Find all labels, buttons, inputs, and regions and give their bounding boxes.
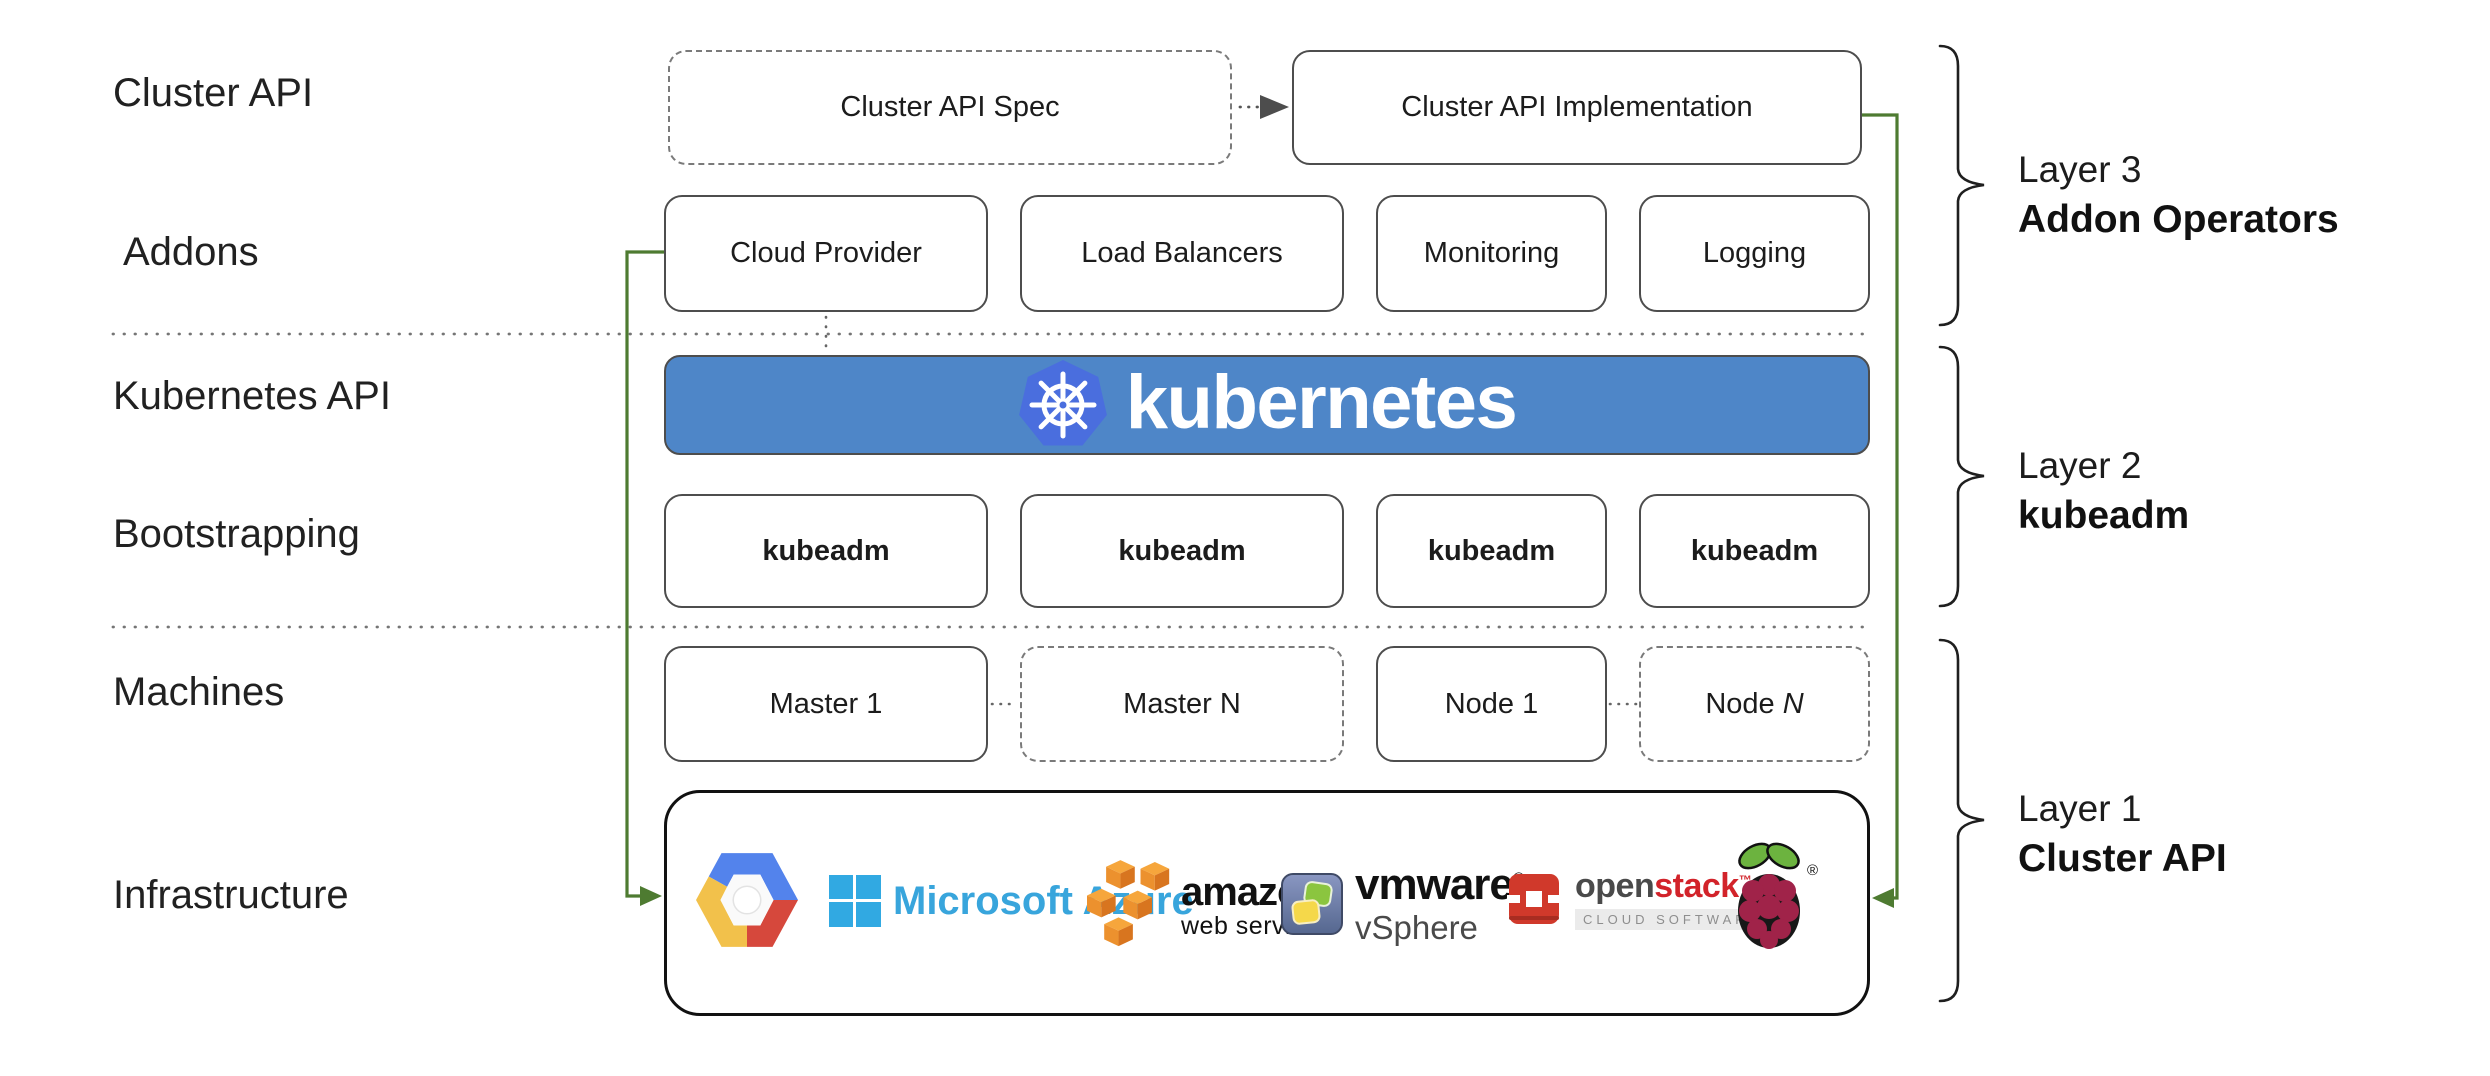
cluster-api-spec-box: Cluster API Spec (668, 50, 1232, 165)
node-n-prefix: Node (1705, 687, 1783, 720)
openstack-logo: openstack™ CLOUD SOFTWARE (1507, 867, 1770, 930)
cluster-api-implementation-box: Cluster API Implementation (1292, 50, 1862, 165)
raspberry-berry (1738, 874, 1800, 949)
machine-box-master-n: Master N (1020, 646, 1344, 762)
raspberry-pi-icon: ® (1738, 842, 1818, 949)
row-label-infrastructure: Infrastructure (113, 873, 349, 917)
kubeadm-box-1: kubeadm (664, 494, 988, 608)
kubernetes-helm-icon (1018, 360, 1107, 446)
addon-box-monitoring: Monitoring (1376, 195, 1607, 312)
green-arrowhead-left (640, 886, 662, 906)
layer3-brace (1938, 44, 1985, 327)
openstack-wordmark: openstack™ (1575, 867, 1752, 905)
aws-cubes-icon (1087, 860, 1170, 947)
kubernetes-wordmark: kubernetes (1125, 359, 1518, 445)
google-cloud-hexagon-icon (696, 853, 798, 947)
machine-box-node-1: Node 1 (1376, 646, 1607, 762)
green-line-left (625, 250, 664, 898)
row-label-addons: Addons (123, 230, 259, 274)
addon-box-cloud-provider: Cloud Provider (664, 195, 988, 312)
kubeadm-box-4: kubeadm (1639, 494, 1870, 608)
machine-box-master-1: Master 1 (664, 646, 988, 762)
vmware-wordmark: vmware® (1355, 863, 1525, 907)
layer-2-title: Layer 2 (2018, 445, 2142, 486)
kubeadm-box-2: kubeadm (1020, 494, 1344, 608)
layer2-brace (1938, 345, 1985, 608)
raspberry-pi-logo: ® (1725, 839, 1819, 959)
layer-3-label: Layer 3 Addon Operators (2018, 146, 2339, 246)
node-n-italic-n: N (1782, 687, 1804, 720)
row-label-kubernetes-api: Kubernetes API (113, 374, 391, 418)
layer-2-label: Layer 2 kubeadm (2018, 442, 2189, 542)
row-label-machines: Machines (113, 670, 285, 714)
row-label-cluster-api: Cluster API (113, 71, 314, 115)
vmware-vsphere-logo: vmware® vSphere (1281, 863, 1525, 946)
kubeadm-box-3: kubeadm (1376, 494, 1607, 608)
layer-1-subtitle: Cluster API (2018, 837, 2227, 880)
vsphere-icon (1281, 872, 1343, 935)
layer-3-subtitle: Addon Operators (2018, 198, 2339, 241)
google-cloud-logo (696, 853, 798, 947)
openstack-o-icon (1507, 873, 1563, 924)
kubernetes-banner: kubernetes (664, 355, 1870, 455)
row-label-bootstrapping: Bootstrapping (113, 512, 360, 556)
layer1-brace (1938, 638, 1985, 1003)
layer-1-label: Layer 1 Cluster API (2018, 785, 2227, 885)
spec-to-implementation-arrowhead (1260, 95, 1289, 119)
layer-3-title: Layer 3 (2018, 149, 2142, 190)
aws-cube (1087, 860, 1170, 947)
addon-box-logging: Logging (1639, 195, 1870, 312)
vsphere-text: vSphere (1355, 909, 1478, 946)
addon-box-load-balancers: Load Balancers (1020, 195, 1344, 312)
infrastructure-box: Microsoft Azure amazon web services (664, 790, 1870, 1016)
layer-1-title: Layer 1 (2018, 788, 2142, 829)
layer-2-subtitle: kubeadm (2018, 494, 2190, 537)
raspberry-leaves (1738, 842, 1800, 870)
openstack-cloud-software-text: CLOUD SOFTWARE (1575, 909, 1770, 930)
green-line-right (1862, 113, 1899, 900)
raspberry-registered-mark: ® (1807, 862, 1818, 879)
green-arrowhead-right (1872, 888, 1894, 908)
machine-box-node-n: Node N (1639, 646, 1870, 762)
microsoft-windows-flag-icon (829, 875, 881, 927)
